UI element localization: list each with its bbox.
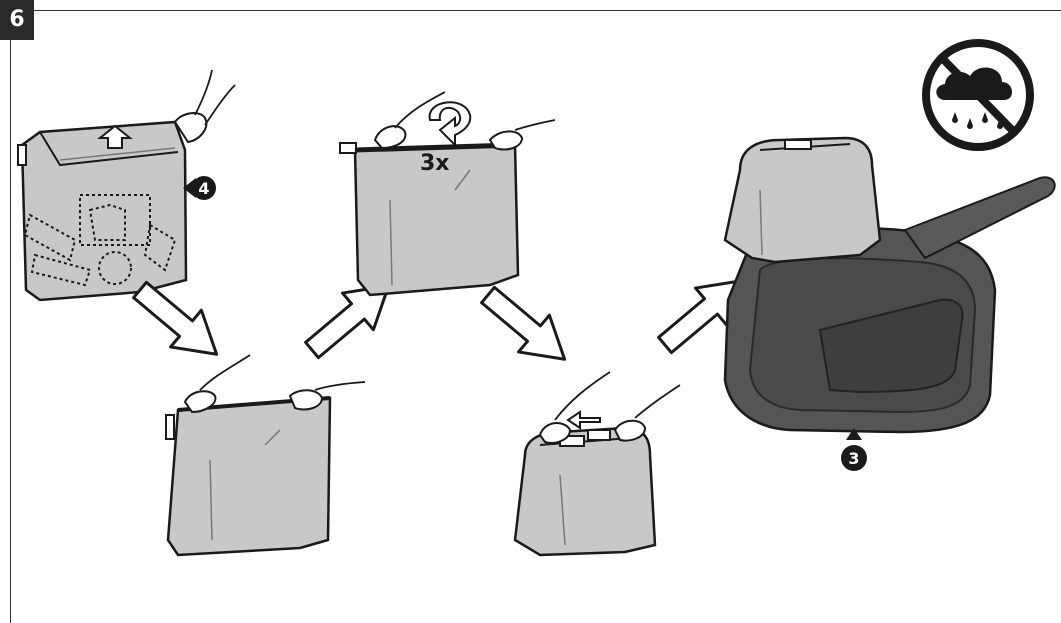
frame-left-rule <box>10 40 11 623</box>
bag-buckling <box>513 371 681 557</box>
final-bag-in-case <box>723 136 1056 434</box>
bag-closing-top <box>165 354 366 557</box>
callout-3-marker: 3 <box>841 428 867 471</box>
frame-top-rule <box>34 10 1061 11</box>
packed-clothing-icon <box>23 194 177 287</box>
roll-count-label: 3x <box>420 151 450 176</box>
pull-arrow-icon <box>566 410 601 430</box>
callout-4-label: 4 <box>198 179 209 198</box>
no-rain-icon <box>922 39 1034 151</box>
step-arrow-3 <box>471 275 582 380</box>
step-number-badge: 6 <box>0 0 34 40</box>
callout-4-marker: 4 <box>183 176 216 200</box>
open-bag-packing <box>17 69 236 302</box>
rotate-arrow-icon <box>428 101 472 148</box>
callout-3-label: 3 <box>848 449 859 468</box>
bag-rolling-top: 3x <box>339 91 556 297</box>
